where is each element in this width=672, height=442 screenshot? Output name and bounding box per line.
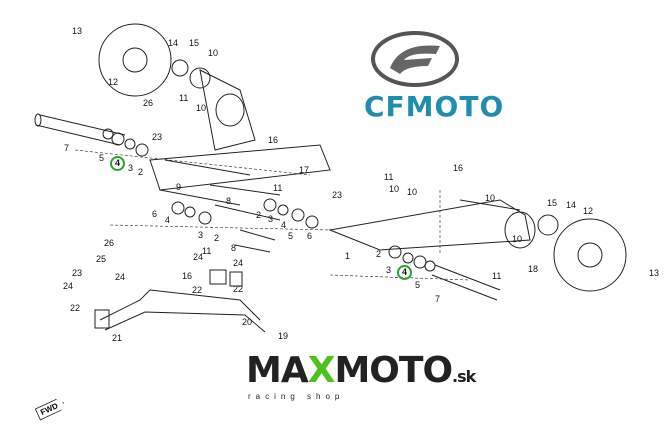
part-callout: 6 xyxy=(152,209,158,219)
logo-part: MOTO xyxy=(334,350,453,391)
part-callout: 10 xyxy=(196,103,207,113)
part-callout: 22 xyxy=(70,303,81,313)
part-callout: 11 xyxy=(492,271,502,281)
part-callout: 6 xyxy=(307,231,313,241)
logo-part-x: X xyxy=(307,350,336,391)
highlighted-part-callout: 4 xyxy=(110,156,125,171)
part-callout: 16 xyxy=(268,135,279,145)
part-callout: 24 xyxy=(233,258,244,268)
part-callout: 24 xyxy=(63,281,74,291)
part-callout: 15 xyxy=(547,198,558,208)
part-callout: 11 xyxy=(179,93,189,103)
part-callout: 26 xyxy=(104,238,115,248)
part-callout: 9 xyxy=(176,182,182,192)
part-callout: 22 xyxy=(192,285,203,295)
part-callout: 18 xyxy=(528,264,539,274)
logo-tld: .sk xyxy=(452,367,476,386)
part-callout: 2 xyxy=(256,210,262,220)
part-callout: 11 xyxy=(202,246,212,256)
right-brake-disc xyxy=(553,218,627,292)
part-callout: 26 xyxy=(143,98,154,108)
part-callout: 8 xyxy=(226,196,232,206)
part-callout: 25 xyxy=(96,254,107,264)
leader-lines xyxy=(74,149,471,281)
part-callout: 15 xyxy=(189,38,200,48)
part-callout: 10 xyxy=(512,234,523,244)
part-callout: 19 xyxy=(278,331,289,341)
maxmoto-logo[interactable]: MAXMOTO.sk xyxy=(246,353,476,394)
part-callout: 24 xyxy=(193,252,204,262)
part-callout: 11 xyxy=(384,172,394,182)
cfmoto-logo-text: CFMOTO xyxy=(364,90,505,123)
part-callout: 3 xyxy=(386,265,392,275)
part-callout: 14 xyxy=(566,200,577,210)
part-callout: 5 xyxy=(99,153,105,163)
part-callout: 10 xyxy=(389,184,400,194)
part-callout: 1 xyxy=(345,251,351,261)
part-callout: 5 xyxy=(288,231,294,241)
left-axle-shaft xyxy=(34,113,126,146)
highlighted-part-callout: 4 xyxy=(397,265,412,280)
part-callout: 7 xyxy=(64,143,70,153)
part-callout: 21 xyxy=(112,333,123,343)
stabilizer-bar xyxy=(99,289,266,333)
left-brake-disc xyxy=(98,23,172,97)
logo-part: MA xyxy=(246,350,309,391)
part-callout: 2 xyxy=(138,167,144,177)
right-axle-shaft xyxy=(431,264,501,301)
part-callout: 20 xyxy=(242,317,253,327)
part-callout: 16 xyxy=(182,271,193,281)
part-callout: 12 xyxy=(583,206,594,216)
part-callout: 10 xyxy=(485,193,496,203)
left-swing-arm xyxy=(149,69,331,191)
part-callout: 23 xyxy=(332,190,343,200)
cross-tube xyxy=(159,159,281,221)
bushings xyxy=(94,59,559,329)
part-callout: 10 xyxy=(208,48,219,58)
part-callout: 17 xyxy=(299,165,310,175)
part-callout: 13 xyxy=(649,268,660,278)
part-callout: 14 xyxy=(168,38,179,48)
cfmoto-emblem-icon xyxy=(371,31,459,87)
part-callout: 10 xyxy=(407,187,418,197)
part-callout: 23 xyxy=(72,268,83,278)
part-callout: 24 xyxy=(115,272,126,282)
part-callout: 12 xyxy=(108,77,119,87)
part-callout: 2 xyxy=(376,249,382,259)
part-callout: 3 xyxy=(268,214,274,224)
part-callout: 3 xyxy=(128,163,134,173)
part-callout: 5 xyxy=(415,280,421,290)
part-callout: 4 xyxy=(281,220,287,230)
part-callout: 13 xyxy=(72,26,83,36)
part-callout: 16 xyxy=(453,163,464,173)
part-callout: 3 xyxy=(198,230,204,240)
cross-tube-2 xyxy=(234,229,276,253)
right-swing-arm xyxy=(328,199,536,251)
part-callout: 8 xyxy=(231,243,237,253)
part-callout: 7 xyxy=(435,294,441,304)
maxmoto-tagline: racing shop xyxy=(248,392,345,401)
part-callout: 2 xyxy=(214,233,220,243)
part-callout: 22 xyxy=(233,284,244,294)
part-callout: 11 xyxy=(273,183,283,193)
part-callout: 23 xyxy=(152,132,163,142)
part-callout: 4 xyxy=(165,215,171,225)
